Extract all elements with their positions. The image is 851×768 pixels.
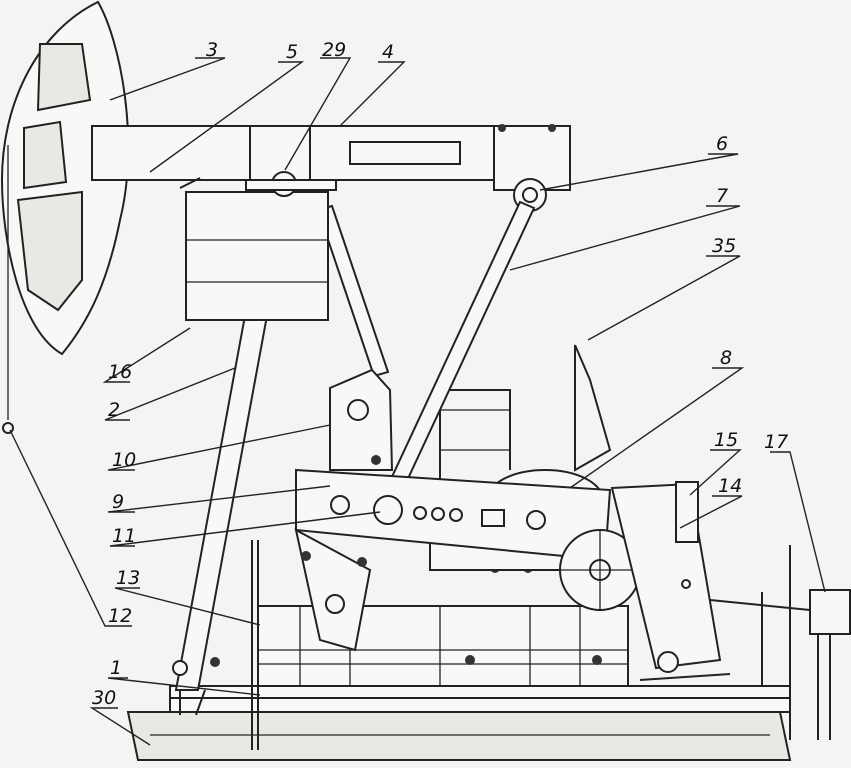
label-13: 13	[116, 567, 140, 589]
center-bearing	[179, 171, 337, 197]
label-29: 29	[322, 39, 346, 61]
label-1: 1	[110, 657, 122, 679]
label-3: 3	[206, 39, 218, 61]
crank-with-counterweights	[294, 368, 612, 652]
label-15: 15	[714, 429, 738, 451]
label-30: 30	[92, 687, 116, 709]
leader-lines	[9, 57, 826, 746]
label-16: 16	[108, 361, 132, 383]
control-box	[709, 545, 851, 740]
foundation	[126, 711, 792, 761]
pitman-rod	[382, 200, 536, 502]
label-2: 2	[108, 399, 120, 421]
label-35: 35	[712, 235, 736, 257]
label-14: 14	[718, 475, 742, 497]
walking-beam	[91, 124, 571, 212]
label-10: 10	[112, 449, 136, 471]
label-7: 7	[716, 185, 728, 207]
label-11: 11	[112, 525, 136, 547]
label-12: 12	[108, 605, 132, 627]
label-9: 9	[112, 491, 124, 513]
label-8: 8	[720, 347, 732, 369]
label-5: 5	[286, 41, 298, 63]
label-4: 4	[382, 41, 394, 63]
beam-counterbox	[185, 191, 329, 321]
label-17: 17	[764, 431, 788, 453]
label-6: 6	[716, 133, 728, 155]
part-labels: 3 5 29 4 6 7 35 8 15 14 17 16 2 10 9 11 …	[92, 39, 788, 709]
